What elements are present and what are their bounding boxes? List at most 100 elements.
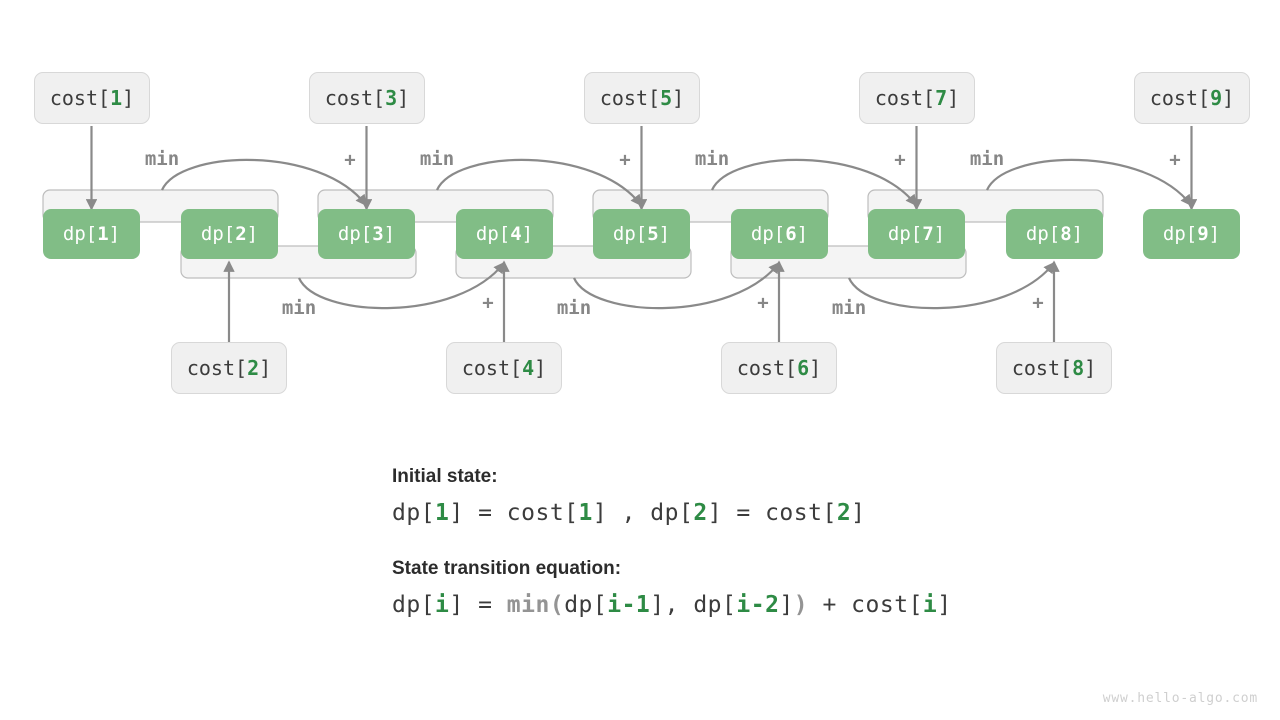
cost-index-2: 2 — [247, 356, 260, 380]
bottom-min-curve-group — [297, 261, 1055, 310]
transition-heading: State transition equation: — [392, 558, 622, 579]
formula-index: 1 — [578, 500, 593, 526]
caption-block: Initial state: dp[1] = cost[1] , dp[2] =… — [392, 466, 1092, 618]
edge-label-min-1: min — [144, 148, 180, 170]
dp-label-2: dp[2] — [200, 223, 259, 245]
formula-part: ] — [779, 592, 794, 618]
cost-node-5[interactable]: cost[5] — [584, 72, 700, 124]
cost-index-3: 3 — [385, 86, 398, 110]
formula-part: ] = — [449, 592, 507, 618]
dp-node-8[interactable]: dp[8] — [1006, 209, 1103, 259]
dp-node-9[interactable]: dp[9] — [1143, 209, 1240, 259]
cost-label-4: cost[4] — [461, 356, 547, 380]
dp-index-7: 7 — [922, 223, 934, 245]
formula-part: ] , dp[ — [592, 500, 694, 526]
formula-index: i-1 — [607, 592, 651, 618]
dp-label-5: dp[5] — [612, 223, 671, 245]
curve-dp23-to-dp4 — [297, 261, 505, 310]
formula-part: dp[ — [392, 592, 436, 618]
formula-fn-open: min( — [506, 592, 565, 618]
initial-state-heading: Initial state: — [392, 466, 498, 487]
dp-index-5: 5 — [647, 223, 659, 245]
edge-label-plus-5: + — [482, 292, 494, 314]
top-min-curve-group — [160, 158, 1192, 207]
initial-state-formula: dp[1] = cost[1] , dp[2] = cost[2] — [392, 500, 1092, 526]
dp-index-9: 9 — [1197, 223, 1209, 245]
formula-index: i-2 — [736, 592, 780, 618]
cost-top-arrow-group — [85, 126, 1198, 211]
curve-dp56-to-dp7 — [710, 158, 917, 207]
transition-formula: dp[i] = min(dp[i-1], dp[i-2]) + cost[i] — [392, 592, 1092, 618]
curve-dp45-to-dp6 — [572, 261, 780, 310]
dp-node-7[interactable]: dp[7] — [868, 209, 965, 259]
dp-node-1[interactable]: dp[1] — [43, 209, 140, 259]
cost-node-3[interactable]: cost[3] — [309, 72, 425, 124]
curve-dp12-to-dp3 — [160, 158, 367, 207]
edge-label-plus-7: + — [1032, 292, 1044, 314]
edge-label-min-2: min — [419, 148, 455, 170]
bottom-bracket-group — [180, 245, 967, 279]
dp-node-6[interactable]: dp[6] — [731, 209, 828, 259]
dp-label-6: dp[6] — [750, 223, 809, 245]
dp-label-9: dp[9] — [1162, 223, 1221, 245]
cost-label-3: cost[3] — [324, 86, 410, 110]
curve-dp78-to-dp9 — [985, 158, 1192, 207]
edge-label-min-6: min — [556, 297, 592, 319]
formula-part: ] = cost[ — [707, 500, 837, 526]
cost-label-9: cost[9] — [1149, 86, 1235, 110]
dp-index-2: 2 — [235, 223, 247, 245]
formula-fn-close: ) — [793, 592, 809, 618]
dp-label-3: dp[3] — [337, 223, 396, 245]
formula-part: ] = cost[ — [449, 500, 579, 526]
edge-label-min-4: min — [969, 148, 1005, 170]
cost-index-9: 9 — [1210, 86, 1223, 110]
cost-bottom-arrow-group — [223, 260, 1060, 342]
cost-node-7[interactable]: cost[7] — [859, 72, 975, 124]
cost-label-7: cost[7] — [874, 86, 960, 110]
formula-part: dp[ — [564, 592, 608, 618]
cost-node-8[interactable]: cost[8] — [996, 342, 1112, 394]
cost-node-2[interactable]: cost[2] — [171, 342, 287, 394]
cost-node-9[interactable]: cost[9] — [1134, 72, 1250, 124]
cost-index-5: 5 — [660, 86, 673, 110]
dp-label-7: dp[7] — [887, 223, 946, 245]
dp-node-5[interactable]: dp[5] — [593, 209, 690, 259]
dp-node-2[interactable]: dp[2] — [181, 209, 278, 259]
dp-node-4[interactable]: dp[4] — [456, 209, 553, 259]
cost-index-1: 1 — [110, 86, 123, 110]
dp-index-3: 3 — [372, 223, 384, 245]
curve-dp67-to-dp8 — [847, 261, 1055, 310]
cost-node-6[interactable]: cost[6] — [721, 342, 837, 394]
edge-label-min-7: min — [831, 297, 867, 319]
edge-label-plus-4: + — [1169, 149, 1181, 171]
edge-label-plus-3: + — [894, 149, 906, 171]
cost-label-6: cost[6] — [736, 356, 822, 380]
dp-index-8: 8 — [1060, 223, 1072, 245]
dp-label-8: dp[8] — [1025, 223, 1084, 245]
cost-index-7: 7 — [935, 86, 948, 110]
dp-node-3[interactable]: dp[3] — [318, 209, 415, 259]
dp-index-4: 4 — [510, 223, 522, 245]
formula-part: ] — [937, 592, 952, 618]
cost-label-5: cost[5] — [599, 86, 685, 110]
curve-dp34-to-dp5 — [435, 158, 642, 207]
edge-label-plus-1: + — [344, 149, 356, 171]
edge-label-plus-6: + — [757, 292, 769, 314]
cost-label-8: cost[8] — [1011, 356, 1097, 380]
formula-index: i — [435, 592, 450, 618]
formula-index: 1 — [435, 500, 450, 526]
dp-index-6: 6 — [785, 223, 797, 245]
cost-node-1[interactable]: cost[1] — [34, 72, 150, 124]
edge-label-plus-2: + — [619, 149, 631, 171]
edge-label-min-5: min — [281, 297, 317, 319]
formula-part: ], dp[ — [650, 592, 737, 618]
dp-label-1: dp[1] — [62, 223, 121, 245]
formula-part: ] — [851, 500, 866, 526]
watermark: www.hello-algo.com — [1102, 691, 1258, 706]
cost-node-4[interactable]: cost[4] — [446, 342, 562, 394]
formula-index: i — [922, 592, 938, 618]
formula-index: 2 — [836, 500, 852, 526]
formula-index: 2 — [693, 500, 708, 526]
cost-index-6: 6 — [797, 356, 810, 380]
